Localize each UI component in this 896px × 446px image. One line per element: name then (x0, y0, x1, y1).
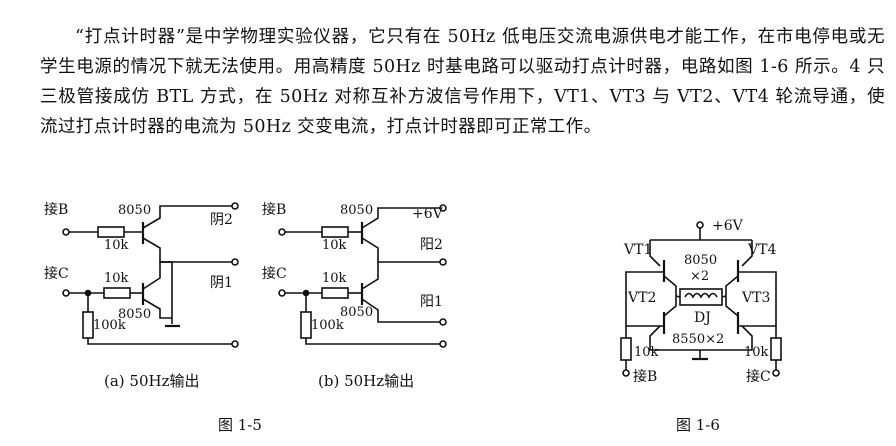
resistor-10k-c2 (321, 287, 349, 299)
label-out1: 阴1 (210, 275, 233, 291)
figure-1-5a: 接B 接C 10k 10k 100k 8050 8050 阴2 阴1 (44, 201, 239, 348)
body-paragraph: “打点计时器”是中学物理实验仪器，它只有在 50Hz 低电压交流电源供电才能工作… (40, 22, 885, 142)
label-r-left: 10k (634, 345, 659, 360)
label-out2b: 阳2 (420, 237, 443, 253)
terminal-vcc-b (439, 204, 447, 212)
resistor-100k (82, 311, 94, 339)
resistor-10k-b (97, 226, 125, 238)
label-r3b: 100k (311, 318, 344, 333)
label-in-b-16: 接B (633, 368, 657, 385)
label-r1: 10k (104, 238, 129, 253)
label-in-b2: 接B (262, 201, 286, 218)
label-r2b: 10k (322, 271, 347, 286)
figure-title-1-5: 图 1-5 (218, 416, 262, 434)
resistor-10k-c (103, 287, 131, 299)
caption-a: (a) 50Hz输出 (104, 372, 200, 390)
label-in-c2: 接C (262, 265, 287, 282)
resistor-left-16 (620, 337, 632, 361)
label-out2: 阴2 (210, 212, 233, 228)
resistor-100k-b (300, 311, 312, 339)
resistor-right-16 (770, 337, 782, 361)
label-vcc-b: +6V (412, 206, 444, 222)
label-vt4: VT4 (747, 242, 776, 258)
terminal-c-16 (772, 369, 780, 377)
terminal-b-16 (622, 369, 630, 377)
label-t2: 8050 (118, 307, 151, 322)
label-vt1: VT1 (623, 242, 652, 258)
label-x2: ×2 (690, 269, 709, 284)
resistor-10k-b2 (321, 226, 349, 238)
label-t1b: 8050 (340, 203, 373, 218)
label-8050: 8050 (684, 253, 717, 268)
label-vcc-16: +6V (712, 218, 744, 234)
label-t1: 8050 (118, 203, 151, 218)
label-vt3: VT3 (741, 290, 770, 306)
figure-1-5b: 接B 接C 10k 10k 100k 8050 8050 +6V 阳2 阳1 (262, 201, 447, 348)
terminal-b (62, 228, 70, 236)
terminal-out2-b (439, 258, 447, 266)
label-in-c: 接C (44, 265, 69, 282)
label-t2b: 8050 (340, 305, 373, 320)
terminal-b2 (278, 228, 286, 236)
terminal-out1 (231, 258, 239, 266)
label-dj: DJ (694, 310, 711, 326)
body-text: “打点计时器”是中学物理实验仪器，它只有在 50Hz 低电压交流电源供电才能工作… (40, 27, 885, 137)
terminal-c (62, 289, 70, 297)
label-in-b: 接B (44, 201, 68, 218)
label-in-c-16: 接C (746, 368, 771, 385)
label-r3: 100k (93, 318, 126, 333)
label-out1b: 阳1 (420, 294, 443, 310)
label-vt2: VT2 (627, 290, 656, 306)
caption-b: (b) 50Hz输出 (318, 372, 415, 390)
terminal-vcc-16 (696, 221, 704, 229)
terminal-c2 (278, 289, 286, 297)
terminal-out1-b (439, 318, 447, 326)
figure-1-6: +6V VT1 VT4 VT2 VT3 8050 ×2 DJ 8550×2 10… (620, 218, 782, 385)
label-r2: 10k (104, 271, 129, 286)
label-r-right: 10k (744, 345, 769, 360)
terminal-out2 (231, 202, 239, 210)
label-8550: 8550×2 (672, 332, 724, 347)
figure-title-1-6: 图 1-6 (676, 416, 720, 434)
label-r1b: 10k (322, 238, 347, 253)
